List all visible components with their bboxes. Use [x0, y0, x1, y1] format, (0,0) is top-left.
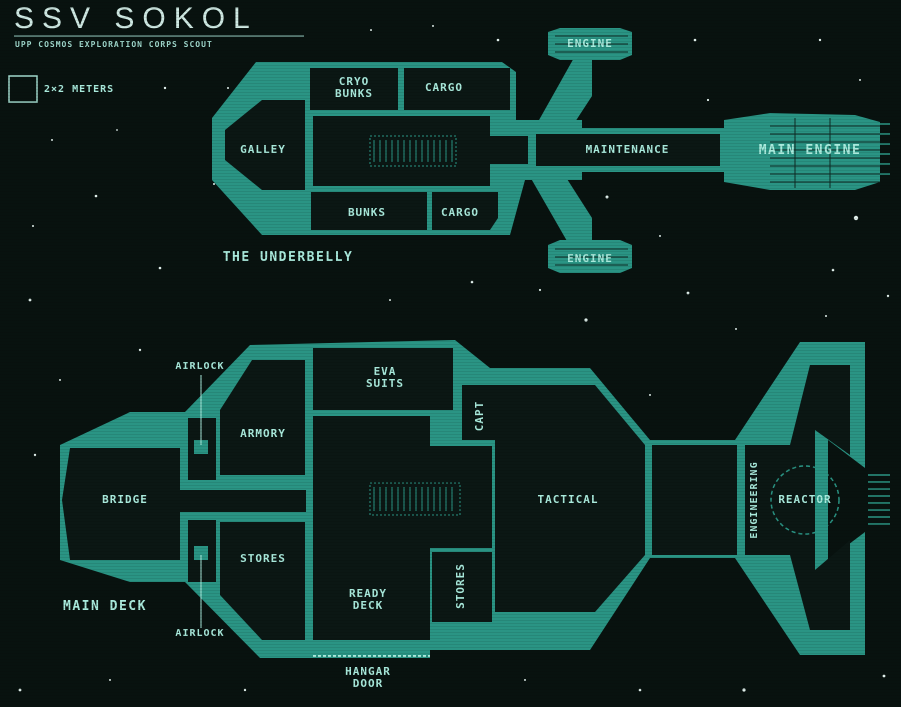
room-tactical: TACTICAL [537, 493, 599, 506]
main-deck [60, 340, 890, 658]
hangar-door-label: HANGAR DOOR [345, 665, 391, 690]
ship-title: SSV SOKOL [14, 2, 258, 35]
room-engine-top: ENGINE [567, 37, 613, 50]
room-cargo-bottom: CARGO [440, 206, 480, 219]
room-armory: ARMORY [240, 427, 286, 440]
room-reactor: REACTOR [778, 493, 832, 506]
main-deck-label: MAIN DECK [63, 599, 147, 614]
underbelly-deck-label: THE UNDERBELLY [222, 250, 354, 265]
room-bridge: BRIDGE [102, 493, 148, 506]
room-cryo-bunks: CRYO BUNKS [334, 75, 374, 100]
room-galley: GALLEY [240, 143, 286, 156]
room-stores-right: STORES [454, 563, 467, 609]
room-engine-bottom: ENGINE [567, 252, 613, 265]
room-maintenance: MAINTENANCE [585, 143, 670, 156]
scale-label: 2×2 METERS [44, 84, 115, 95]
room-eva-suits: EVA SUITS [365, 365, 405, 390]
ship-subtitle: UPP COSMOS EXPLORATION CORPS SCOUT [15, 40, 213, 49]
room-engineering: ENGINEERING [749, 461, 760, 539]
room-main-engine: MAIN ENGINE [758, 143, 862, 158]
room-ready-deck: READY DECK [348, 587, 388, 612]
airlock-top-label: AIRLOCK [175, 361, 225, 372]
room-capt: CAPT [473, 400, 486, 432]
room-cargo-top: CARGO [424, 81, 464, 94]
room-stores-left: STORES [240, 552, 286, 565]
scale-square [8, 75, 38, 103]
airlock-bottom-label: AIRLOCK [175, 628, 225, 639]
room-bunks: BUNKS [347, 206, 387, 219]
underbelly-deck [212, 28, 890, 273]
starfield [18, 25, 890, 692]
